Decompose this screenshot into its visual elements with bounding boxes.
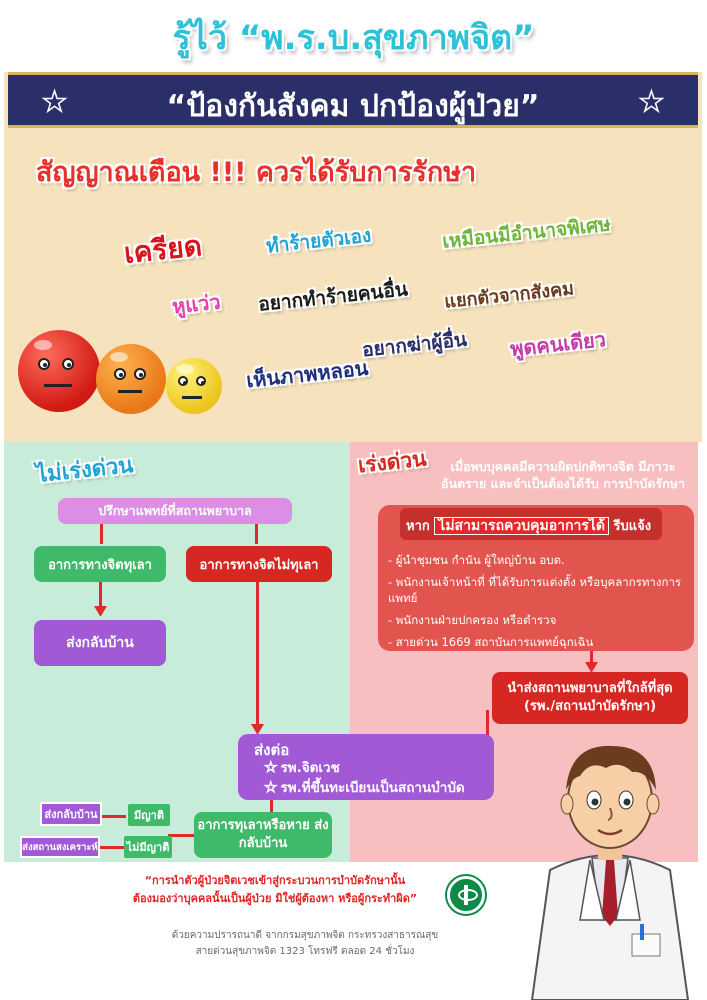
doctor-illustration: [530, 745, 690, 1000]
urgent-heading: เมื่อพบบุคคลมีความผิดปกติทางจิต มีภาวะอั…: [440, 459, 686, 491]
angry-ball-icon: [18, 330, 100, 412]
cured-text: อาการทุเลาหรือหาย ส่งกลับบ้าน: [197, 818, 329, 851]
quote: “การนำตัวผู้ป่วยจิตเวชเข้าสู่กระบวนการบำ…: [110, 872, 440, 908]
arrow-notify-down: [590, 651, 593, 669]
refer-item-label: รพ.ที่ขึ้นทะเบียนเป็นสถานบำบัด: [280, 780, 465, 796]
list-item: - ผู้นำชุมชน กำนัน ผู้ใหญ่บ้าน อบต.: [388, 553, 565, 567]
arrow-consult-down: [100, 524, 103, 544]
list-item: - สายด่วน 1669 สถาบันการแพทย์ฉุกเฉิน: [388, 635, 594, 649]
department-logo-icon: [447, 876, 485, 914]
home-small-box: ส่งกลับบ้าน: [40, 802, 102, 826]
go-home-box: ส่งกลับบ้าน: [34, 620, 166, 666]
refer-item: ☆รพ.ที่ขึ้นทะเบียนเป็นสถานบำบัด: [263, 776, 465, 798]
symptom-stress: เครียด: [122, 229, 204, 270]
arrow-send-down: [486, 710, 489, 738]
refer-title: ส่งต่อ: [254, 741, 290, 759]
star-icon: ☆: [263, 758, 278, 777]
if-label: หาก: [406, 519, 430, 534]
list-item: - พนักงานเจ้าหน้าที่ ที่ได้รับการแต่งตั้…: [388, 575, 682, 605]
notify-header: หาก ไม่สามารถควบคุมอาการได้ รีบแจ้ง: [406, 515, 651, 537]
no-relative-box: ไม่มีญาติ: [124, 836, 172, 858]
refer-item: ☆รพ.จิตเวช: [263, 756, 340, 778]
arrow-relieved-down: [99, 582, 102, 612]
list-item: - พนักงานฝ่ายปกครอง หรือตำรวจ: [388, 613, 557, 627]
arrow-cured-left: [168, 834, 194, 837]
annoyed-ball-icon: [96, 344, 166, 414]
arrow-head-icon: [585, 662, 598, 672]
warning-heading: สัญญาณเตือน !!! ควรได้รับการรักษา: [36, 157, 477, 188]
welfare-box: ส่งสถานสงเคราะห์: [20, 836, 100, 858]
arrow-not-relieved-down: [256, 582, 259, 730]
send-hospital-box: นำส่งสถานพยาบาลที่ใกล้ที่สุด (รพ./สถานบำ…: [492, 672, 688, 724]
star-icon: ☆: [263, 778, 278, 797]
cured-box: อาการทุเลาหรือหาย ส่งกลับบ้าน: [194, 812, 332, 858]
arrow-head-icon: [251, 724, 264, 734]
arrow-refer-down: [270, 800, 273, 812]
cannot-control-label: ไม่สามารถควบคุมอาการได้: [434, 517, 610, 535]
send-line1: นำส่งสถานพยาบาลที่ใกล้ที่สุด: [507, 681, 673, 696]
credit-line1: ด้วยความปรารถนาดี จากกรมสุขภาพจิต กระทรว…: [171, 930, 439, 941]
banner-text: “ป้องกันสังคม ปกป้องผู้ป่วย”: [166, 89, 540, 124]
notify-list: - ผู้นำชุมชน กำนัน ผู้ใหญ่บ้าน อบต. - พน…: [388, 552, 688, 656]
relieved-box: อาการทางจิตทุเลา: [34, 546, 166, 582]
quote-line1: “การนำตัวผู้ป่วยจิตเวชเข้าสู่กระบวนการบำ…: [144, 874, 406, 887]
not-relieved-box: อาการทางจิตไม่ทุเลา: [186, 546, 332, 582]
quote-line2: ต้องมองว่าบุคคลนั้นเป็นผู้ป่วย มิใช่ผู้ต…: [132, 892, 418, 905]
has-relative-box: มีญาติ: [128, 804, 170, 826]
notify-label: รีบแจ้ง: [613, 519, 652, 534]
poster-title: รู้ไว้ “พ.ร.บ.สุขภาพจิต”: [172, 18, 535, 58]
arrow-head-icon: [94, 606, 107, 616]
star-icon: ★: [41, 84, 68, 119]
frown-ball-icon: [166, 358, 222, 414]
arrow-no-relative-left: [98, 846, 124, 849]
star-icon: ★: [638, 84, 665, 119]
consult-doctor-box: ปรึกษาแพทย์ที่สถานพยาบาล: [58, 498, 292, 524]
send-line2: (รพ./สถานบำบัดรักษา): [523, 699, 657, 714]
arrow-consult-right: [255, 524, 258, 544]
refer-box: ส่งต่อ ☆รพ.จิตเวช ☆รพ.ที่ขึ้นทะเบียนเป็น…: [238, 734, 494, 800]
credit: ด้วยความปรารถนาดี จากกรมสุขภาพจิต กระทรว…: [140, 928, 470, 960]
refer-item-label: รพ.จิตเวช: [280, 760, 340, 776]
arrow-relative-left: [100, 815, 126, 818]
credit-line2: สายด่วนสุขภาพจิต 1323 โทรฟรี ตลอด 24 ชั่…: [195, 946, 415, 957]
banner: ★ “ป้องกันสังคม ปกป้องผู้ป่วย” ★: [8, 72, 698, 128]
symptom-hearing-voices: หูแว่ว: [170, 289, 222, 319]
